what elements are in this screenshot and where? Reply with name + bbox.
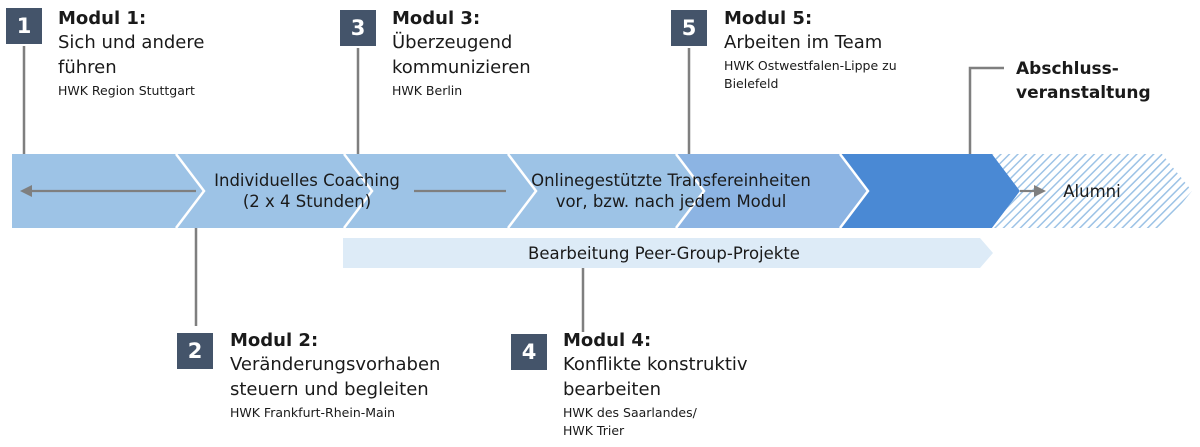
module-4-text: Modul 4: Konflikte konstruktiv bearbeite… <box>563 330 748 440</box>
alumni-label: Alumni <box>1063 182 1121 201</box>
module-1-text: Modul 1: Sich und andere führen HWK Regi… <box>58 8 204 100</box>
final-event-label: Abschluss- veranstaltung <box>1016 57 1151 105</box>
connector-final-event <box>968 66 1004 154</box>
chevron-segment-4 <box>508 154 704 228</box>
module-4-title: Modul 4: <box>563 330 652 351</box>
module-5-title: Modul 5: <box>724 8 813 29</box>
final-event-line-1: Abschluss- <box>1016 59 1119 79</box>
chevron-segment-2 <box>176 154 372 228</box>
module-4-subtitle-line-1: Konflikte konstruktiv <box>563 354 748 375</box>
chevron-segment-6 <box>840 154 1020 228</box>
module-2-subtitle-line-1: Veränderungsvorhaben <box>230 354 441 375</box>
transfer-label-line-2: vor, bzw. nach jedem Modul <box>555 192 787 211</box>
left-arrowhead-icon <box>20 185 32 197</box>
module-5-text: Modul 5: Arbeiten im Team HWK Ostwestfal… <box>724 8 897 93</box>
module-1-number-box: 1 <box>6 8 42 44</box>
coaching-label-line-1: Individuelles Coaching <box>214 171 400 190</box>
module-5-chamber-line-2: Bielefeld <box>724 76 779 91</box>
transfer-label: Onlinegestützte Transfereinheiten vor, b… <box>502 170 840 212</box>
alumni-arrowhead-icon <box>1034 185 1046 197</box>
coaching-label-line-2: (2 x 4 Stunden) <box>242 192 372 211</box>
module-3-subtitle-line-2: kommunizieren <box>392 57 531 78</box>
module-4-chamber-line-1: HWK des Saarlandes/ <box>563 405 697 420</box>
module-3-text: Modul 3: Überzeugend kommunizieren HWK B… <box>392 8 531 100</box>
module-3-subtitle-line-1: Überzeugend <box>392 32 513 53</box>
module-3-number-box: 3 <box>340 10 376 46</box>
alumni-chevron <box>992 154 1192 228</box>
module-5-number-box: 5 <box>671 10 707 46</box>
final-event-line-2: veranstaltung <box>1016 83 1151 103</box>
coaching-label: Individuelles Coaching (2 x 4 Stunden) <box>186 170 428 212</box>
module-5-subtitle: Arbeiten im Team <box>724 32 883 53</box>
module-1-chamber: HWK Region Stuttgart <box>58 83 195 98</box>
module-4-subtitle-line-2: bearbeiten <box>563 379 661 400</box>
module-2-title: Modul 2: <box>230 330 319 351</box>
module-2-text: Modul 2: Veränderungsvorhaben steuern un… <box>230 330 440 422</box>
module-2-number-box: 2 <box>177 333 213 369</box>
chevron-segment-5 <box>676 154 868 228</box>
module-1-subtitle-line-2: führen <box>58 57 117 78</box>
module-3-title: Modul 3: <box>392 8 481 29</box>
peer-group-label: Bearbeitung Peer-Group-Projekte <box>528 244 800 263</box>
module-4-number-box: 4 <box>511 334 547 370</box>
module-2-subtitle-line-2: steuern und begleiten <box>230 379 429 400</box>
module-1-title: Modul 1: <box>58 8 147 29</box>
peer-group-bar <box>343 238 993 268</box>
module-4-chamber-line-2: HWK Trier <box>563 423 625 438</box>
module-5-chamber-line-1: HWK Ostwestfalen-Lippe zu <box>724 58 897 73</box>
module-2-chamber: HWK Frankfurt-Rhein-Main <box>230 405 396 420</box>
module-1-subtitle-line-1: Sich und andere <box>58 32 205 53</box>
module-3-chamber: HWK Berlin <box>392 83 463 98</box>
transfer-label-line-1: Onlinegestützte Transfereinheiten <box>531 171 811 190</box>
